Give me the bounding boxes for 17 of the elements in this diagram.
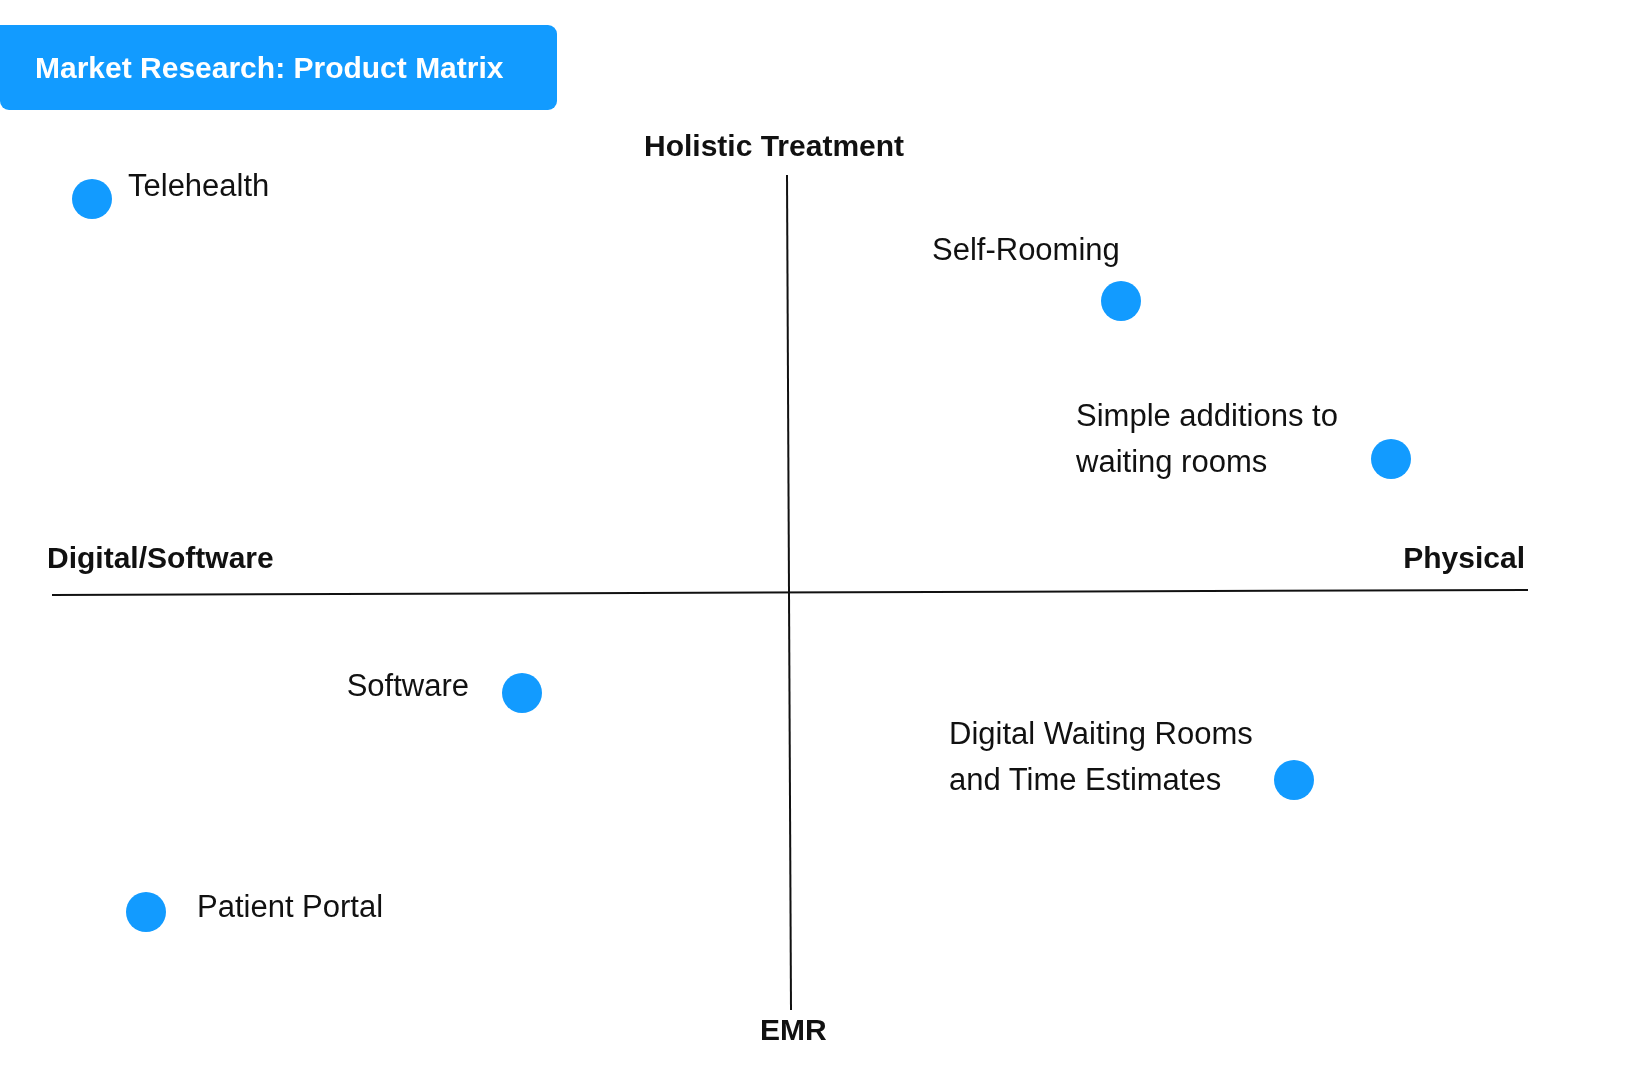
dot-icon	[1274, 760, 1314, 800]
point-label: Patient Portal	[197, 888, 384, 926]
point-label: Telehealth	[128, 167, 270, 205]
dot-icon	[126, 892, 166, 932]
dot-icon	[502, 673, 542, 713]
title-banner: Market Research: Product Matrix	[0, 25, 557, 110]
dot-icon	[1101, 281, 1141, 321]
point-label: Software	[346, 667, 469, 705]
axis-label: EMR	[760, 1012, 827, 1048]
axis-label: Digital/Software	[47, 540, 274, 576]
point-label: Digital Waiting Rooms and Time Estimates	[949, 715, 1254, 799]
axis-label: Physical	[1403, 540, 1525, 576]
point-label: Self-Rooming	[932, 231, 1120, 269]
dot-icon	[1371, 439, 1411, 479]
point-label: Simple additions to waiting rooms	[1076, 397, 1339, 481]
axis-label: Holistic Treatment	[644, 128, 905, 164]
dot-icon	[72, 179, 112, 219]
